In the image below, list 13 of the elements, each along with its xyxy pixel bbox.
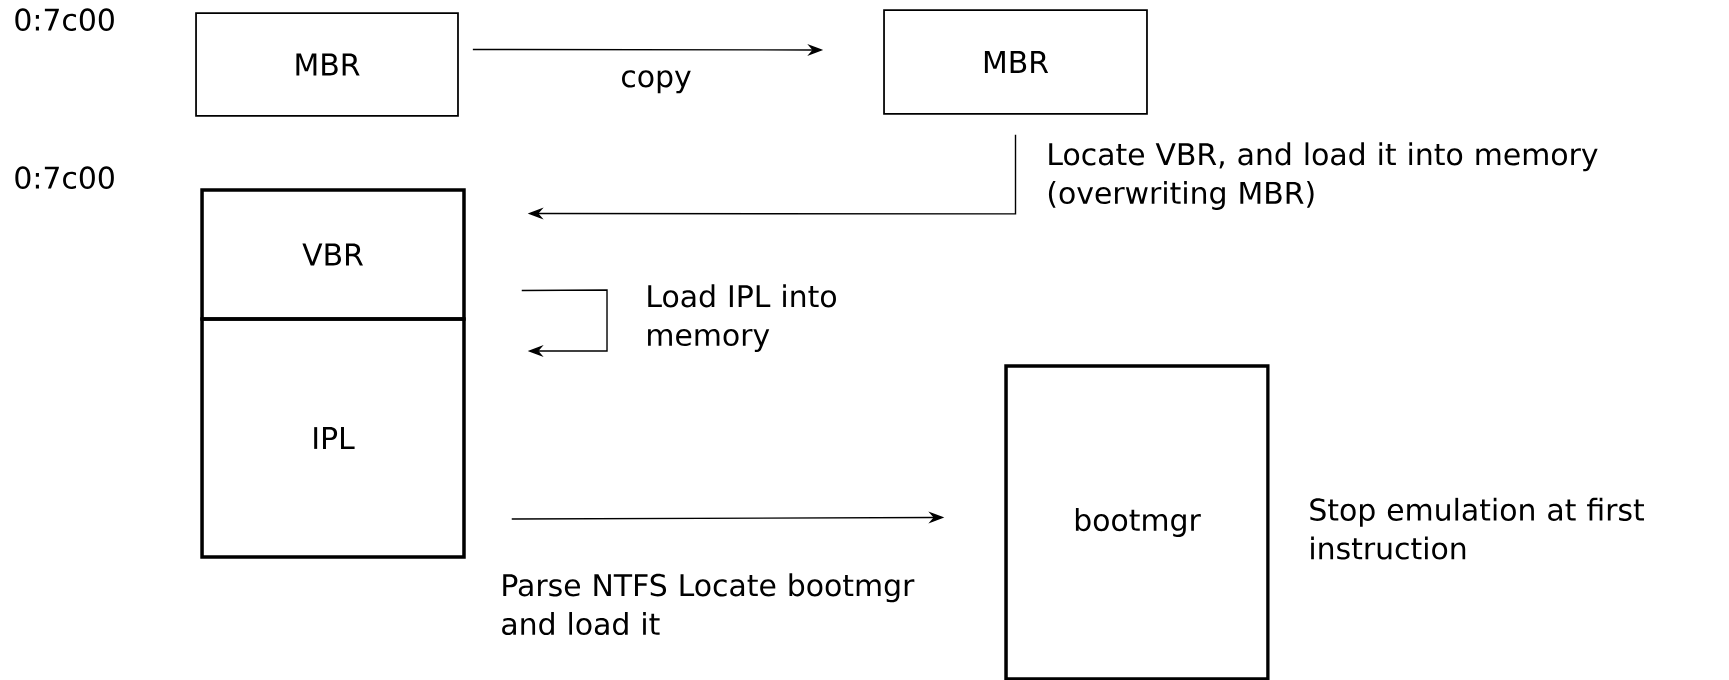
memory-box: VBR: [200, 188, 466, 321]
edge-label: Load IPL into memory: [648, 284, 836, 352]
memory-box: bootmgr: [1004, 364, 1270, 680]
note-text: Stop emulation at first instruction: [1310, 497, 1644, 560]
memory-box: MBR: [883, 9, 1148, 115]
edge-label: Locate VBR, and load it into memory (overwriting MBR): [1048, 142, 1598, 210]
address-label: 0:7c00: [15, 166, 114, 189]
edge-label: Parse NTFS Locate bootmgr and load it: [502, 573, 915, 636]
edge-label: copy: [622, 70, 691, 94]
arrow: [521, 289, 608, 357]
memory-box: MBR: [195, 12, 459, 117]
memory-box: IPL: [200, 317, 466, 559]
address-label: 0:7c00: [15, 8, 114, 31]
